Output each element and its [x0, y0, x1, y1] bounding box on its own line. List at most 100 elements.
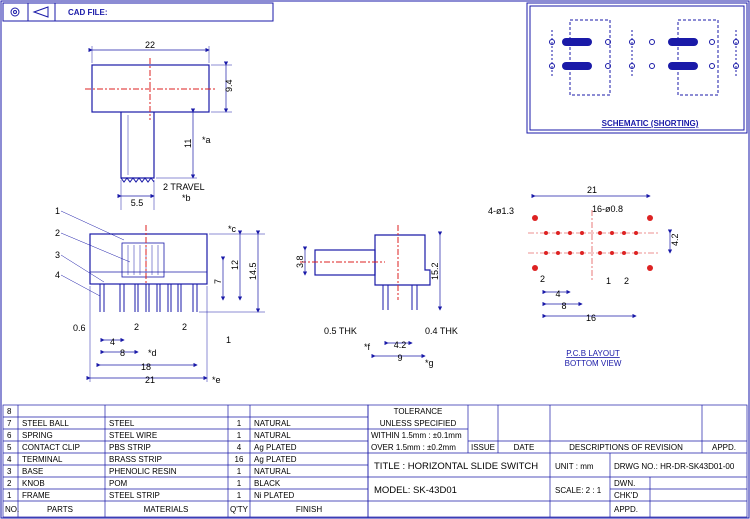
- dim-8: 8: [120, 348, 125, 358]
- dim-4-2: 4.2: [394, 340, 407, 350]
- descriptions-label: DESCRIPTIONS OF REVISION: [569, 443, 683, 452]
- bom-material: STEEL: [109, 419, 135, 428]
- dim-0-6: 0.6: [73, 323, 86, 333]
- bom-finish: Ag PLATED: [254, 443, 297, 452]
- pcb-dim-2b: 2: [624, 276, 629, 286]
- bom-row: 4 TERMINAL BRASS STRIP 16 Ag PLATED: [7, 455, 297, 464]
- bom-finish: NATURAL: [254, 467, 291, 476]
- bom-finish: NATURAL: [254, 419, 291, 428]
- model-label: MODEL: SK-43D01: [374, 485, 457, 496]
- bom-no: 6: [7, 431, 12, 440]
- note-g: *g: [425, 358, 434, 368]
- schematic-panel: SCHEMATIC (SHORTING): [526, 2, 748, 134]
- pcb-dim-21: 21: [587, 185, 597, 195]
- dim-2a: 2: [134, 322, 139, 332]
- bom-header-qty: Q'TY: [230, 505, 249, 514]
- dim-15-2: 15.2: [430, 262, 440, 280]
- bom-material: PHENOLIC RESIN: [109, 467, 177, 476]
- issue-label: ISSUE: [471, 443, 495, 452]
- bom-material: POM: [109, 479, 128, 488]
- pcb-dim-4-2: 4.2: [670, 233, 680, 246]
- unless-label: UNLESS SPECIFIED: [380, 419, 457, 428]
- bom-finish: Ag PLATED: [254, 455, 297, 464]
- appd2-label: APPD.: [614, 505, 638, 514]
- bom-header-parts: PARTS: [47, 505, 73, 514]
- pcb-caption-1: P.C.B LAYOUT: [566, 349, 620, 358]
- title-block: [367, 404, 748, 518]
- dim-21: 21: [145, 375, 155, 385]
- appd-label: APPD.: [712, 443, 736, 452]
- dim-travel: 2 TRAVEL: [163, 182, 205, 192]
- bom-header-materials: MATERIALS: [144, 505, 189, 514]
- date-label: DATE: [514, 443, 535, 452]
- pcb-dim-2a: 2: [540, 274, 545, 284]
- chkd-label: CHK'D: [614, 491, 638, 500]
- over-label: OVER 1.5mm : ±0.2mm: [371, 443, 456, 452]
- note-b: *b: [182, 193, 191, 203]
- part-callouts: 1 2 3 4: [55, 206, 131, 297]
- projection-symbol-icon: [10, 6, 49, 18]
- dim-knob: 11: [183, 139, 193, 148]
- schematic-caption: SCHEMATIC (SHORTING): [602, 119, 699, 128]
- scale-label: SCALE: 2 : 1: [555, 486, 602, 495]
- dim-knob-w: 5.5: [131, 198, 144, 208]
- title-block-text: TOLERANCE UNLESS SPECIFIED WITHIN 1.5mm …: [371, 407, 736, 514]
- bom-no: 7: [7, 419, 12, 428]
- bom-material: PBS STRIP: [109, 443, 151, 452]
- bom-no: 1: [7, 491, 12, 500]
- note-a: *a: [202, 135, 211, 145]
- bom-qty: 1: [237, 479, 242, 488]
- pcb-dim-4: 4: [555, 289, 560, 299]
- title-label: TITLE : HORIZONTAL SLIDE SWITCH: [374, 461, 538, 472]
- bom-qty: 1: [237, 419, 242, 428]
- side-body: [374, 234, 431, 286]
- dim-14-5: 14.5: [248, 262, 258, 280]
- note-d: *d: [148, 348, 157, 358]
- bom-row: 7 STEEL BALL STEEL 1 NATURAL: [7, 419, 291, 428]
- dwn-label: DWN.: [614, 479, 635, 488]
- note-e: *e: [212, 375, 221, 385]
- bom-part: BASE: [22, 467, 43, 476]
- bom-finish: BLACK: [254, 479, 281, 488]
- front-view: 22 9.4 11 *a 5.5 2 TRAVEL *b: [55, 40, 265, 385]
- dim-18: 18: [141, 362, 151, 372]
- note-f: *f: [364, 342, 371, 352]
- bom-qty: 1: [237, 467, 242, 476]
- pcb-layout: 21 4-ø1.3 16-ø0.8 4.2 2 1 2 4 8 16 P.C.B…: [488, 185, 680, 368]
- callout-1: 1: [55, 206, 60, 216]
- bom-no: 2: [7, 479, 12, 488]
- pcb-holes-large: 4-ø1.3: [488, 206, 514, 216]
- note-c: *c: [228, 224, 237, 234]
- bom-finish: Ni PLATED: [254, 491, 295, 500]
- dim-height: 9.4: [224, 79, 234, 92]
- bom-part: CONTACT CLIP: [22, 443, 80, 452]
- schematic-right: [649, 19, 739, 96]
- bom-row: 6 SPRING STEEL WIRE 1 NATURAL: [7, 431, 291, 440]
- dim-2b: 2: [182, 322, 187, 332]
- schematic-left: [549, 19, 635, 96]
- bom-no: 5: [7, 443, 12, 452]
- pins: [99, 284, 198, 312]
- bom-qty: 4: [237, 443, 242, 452]
- cad-file-label: CAD FILE:: [68, 8, 108, 17]
- bom-row: 3 BASE PHENOLIC RESIN 1 NATURAL: [7, 467, 291, 476]
- dim-1: 1: [226, 335, 231, 345]
- within-label: WITHIN 1.5mm : ±0.1mm: [371, 431, 462, 440]
- bom-part: SPRING: [22, 431, 53, 440]
- knob-stem: [120, 112, 155, 179]
- switch-body: [89, 233, 208, 285]
- bom-header-no: NO.: [5, 505, 19, 514]
- unit-label: UNIT : mm: [555, 462, 594, 471]
- bom-rows: 8 7 STEEL BALL STEEL 1 NATURAL 6 SPRING …: [5, 407, 322, 514]
- pcb-holes-small: 16-ø0.8: [592, 204, 623, 214]
- pcb-dim-1: 1: [606, 276, 611, 286]
- bom-part: TERMINAL: [22, 455, 63, 464]
- dim-4: 4: [110, 337, 115, 347]
- pcb-dim-8: 8: [561, 301, 566, 311]
- bom-part: KNOB: [22, 479, 45, 488]
- bom-part: STEEL BALL: [22, 419, 69, 428]
- bom-no: 8: [7, 407, 12, 416]
- dim-3-8: 3.8: [295, 255, 305, 268]
